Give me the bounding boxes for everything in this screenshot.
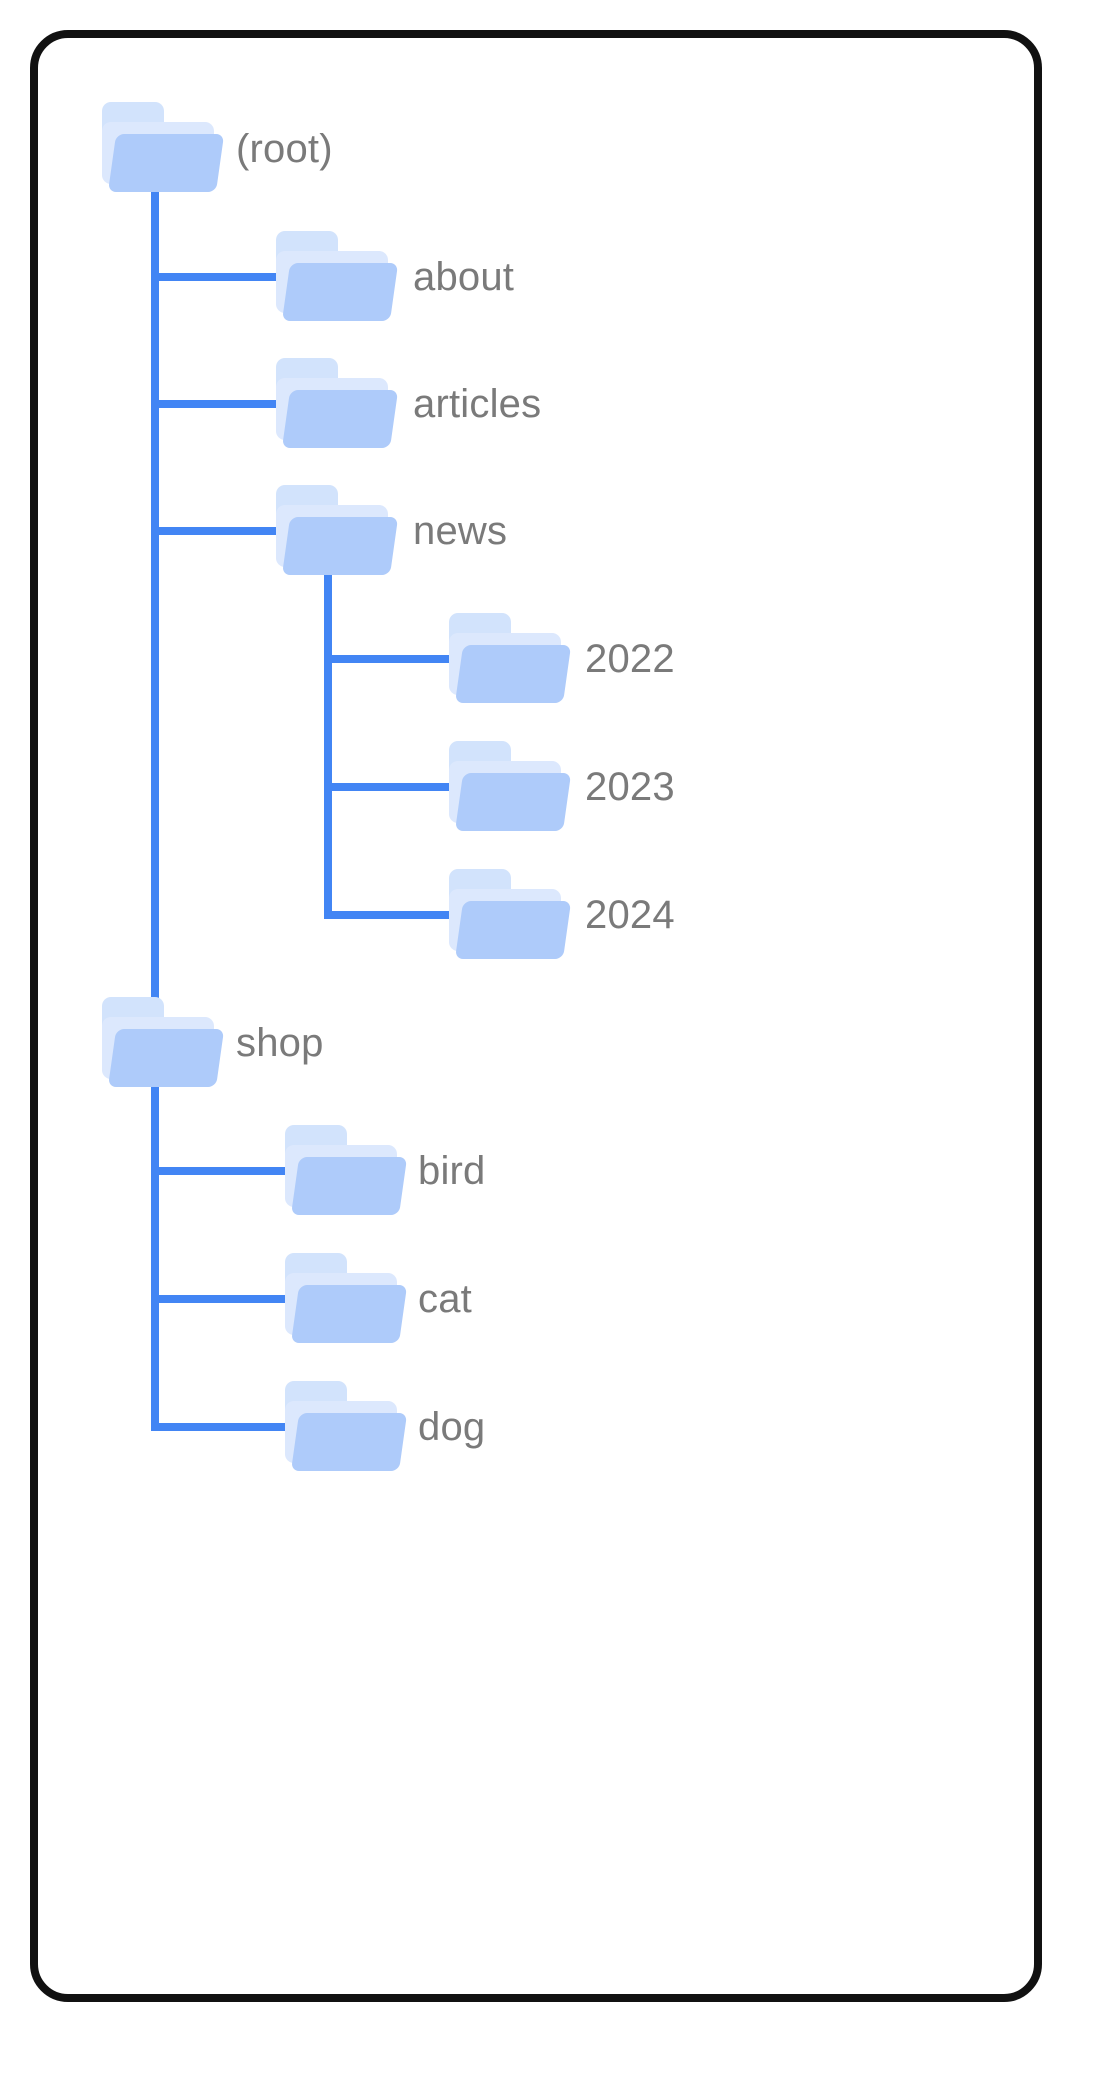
node-label-root[interactable]: (root) — [236, 127, 333, 171]
tree-connector-root-to-news — [151, 527, 283, 535]
tree-connector-root-to-news — [151, 400, 159, 528]
folder-front-flap — [291, 1413, 408, 1471]
folder-icon[interactable] — [283, 1123, 408, 1219]
node-label-articles[interactable]: articles — [413, 382, 542, 426]
tree-connector-shop-to-bird — [151, 1047, 159, 1171]
node-label-shop[interactable]: shop — [236, 1021, 324, 1065]
tree-connector-news-to-y2024 — [324, 783, 332, 911]
folder-front-flap — [108, 134, 225, 192]
tree-connector-shop-to-cat — [151, 1295, 291, 1303]
folder-front-flap — [282, 263, 399, 321]
tree-connector-shop-to-dog — [151, 1423, 291, 1431]
tree-connector-news-to-y2023 — [324, 783, 456, 791]
tree-connector-shop-to-bird — [151, 1167, 291, 1175]
folder-icon[interactable] — [274, 483, 399, 579]
folder-icon[interactable] — [100, 100, 225, 196]
folder-icon[interactable] — [283, 1251, 408, 1347]
folder-icon[interactable] — [274, 229, 399, 325]
tree-connector-news-to-y2024 — [324, 911, 456, 919]
tree-connector-news-to-y2022 — [324, 552, 332, 662]
folder-icon[interactable] — [283, 1379, 408, 1475]
node-label-dog[interactable]: dog — [418, 1405, 486, 1449]
folder-icon[interactable] — [100, 995, 225, 1091]
folder-front-flap — [455, 901, 572, 959]
node-label-y2024[interactable]: 2024 — [585, 893, 675, 937]
folder-icon[interactable] — [447, 739, 572, 835]
node-label-news[interactable]: news — [413, 509, 508, 553]
tree-connector-root-to-about — [151, 170, 159, 278]
tree-connector-news-to-y2022 — [324, 655, 456, 663]
tree-connector-shop-to-cat — [151, 1167, 159, 1295]
tree-connector-root-to-articles — [151, 273, 159, 401]
folder-icon[interactable] — [274, 356, 399, 452]
tree-connector-news-to-y2023 — [324, 655, 332, 783]
node-label-cat[interactable]: cat — [418, 1277, 472, 1321]
diagram-card — [30, 30, 1042, 2002]
folder-front-flap — [291, 1285, 408, 1343]
folder-front-flap — [282, 390, 399, 448]
node-label-y2023[interactable]: 2023 — [585, 765, 675, 809]
folder-icon[interactable] — [447, 611, 572, 707]
folder-front-flap — [108, 1029, 225, 1087]
tree-connector-root-to-about — [151, 273, 283, 281]
folder-front-flap — [291, 1157, 408, 1215]
node-label-about[interactable]: about — [413, 255, 515, 299]
folder-front-flap — [282, 517, 399, 575]
folder-icon[interactable] — [447, 867, 572, 963]
folder-front-flap — [455, 645, 572, 703]
folder-front-flap — [455, 773, 572, 831]
node-label-y2022[interactable]: 2022 — [585, 637, 675, 681]
tree-connector-root-to-shop — [151, 527, 159, 1047]
tree-connector-shop-to-dog — [151, 1295, 159, 1423]
tree-connector-root-to-articles — [151, 400, 283, 408]
node-label-bird[interactable]: bird — [418, 1149, 486, 1193]
